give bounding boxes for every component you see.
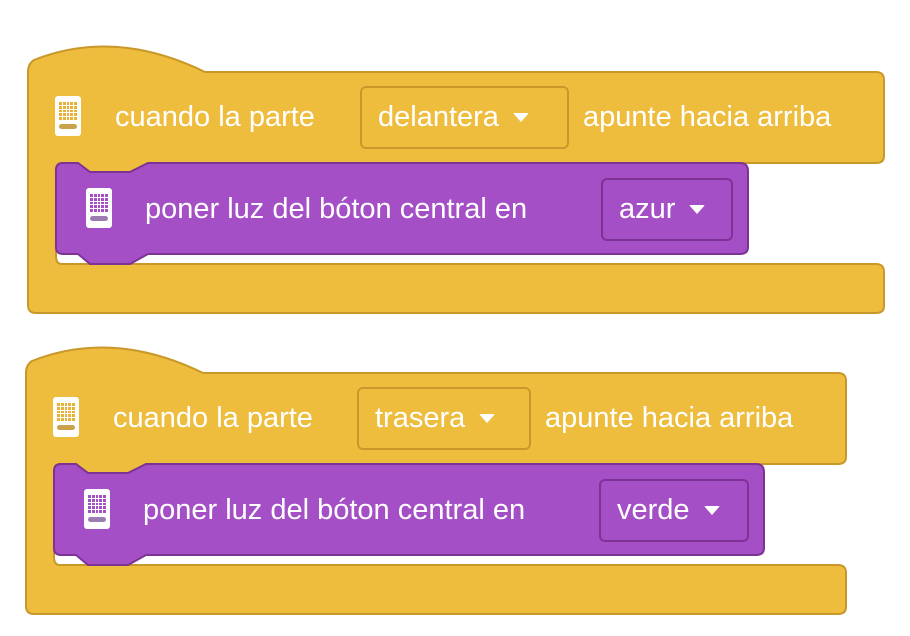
hub-icon: [86, 188, 112, 228]
event-prefix-label: cuando la parte: [113, 402, 313, 434]
side-dropdown[interactable]: trasera: [357, 387, 531, 450]
hub-icon: [55, 96, 81, 136]
side-dropdown-value: delantera: [378, 101, 499, 133]
color-dropdown[interactable]: verde: [599, 479, 749, 542]
side-dropdown[interactable]: delantera: [360, 86, 569, 149]
hub-icon: [84, 489, 110, 529]
hub-icon: [53, 397, 79, 437]
chevron-down-icon: [479, 414, 496, 423]
color-dropdown[interactable]: azur: [601, 178, 733, 241]
chevron-down-icon: [703, 506, 720, 515]
action-label: poner luz del bóton central en: [145, 193, 528, 225]
chevron-down-icon: [689, 205, 706, 214]
event-suffix-label: apunte hacia arriba: [545, 402, 794, 434]
event-prefix-label: cuando la parte: [115, 101, 315, 133]
action-label: poner luz del bóton central en: [143, 494, 526, 526]
color-dropdown-value: azur: [619, 193, 676, 225]
chevron-down-icon: [512, 113, 529, 122]
color-dropdown-value: verde: [617, 494, 690, 526]
event-suffix-label: apunte hacia arriba: [583, 101, 832, 133]
side-dropdown-value: trasera: [375, 402, 466, 434]
